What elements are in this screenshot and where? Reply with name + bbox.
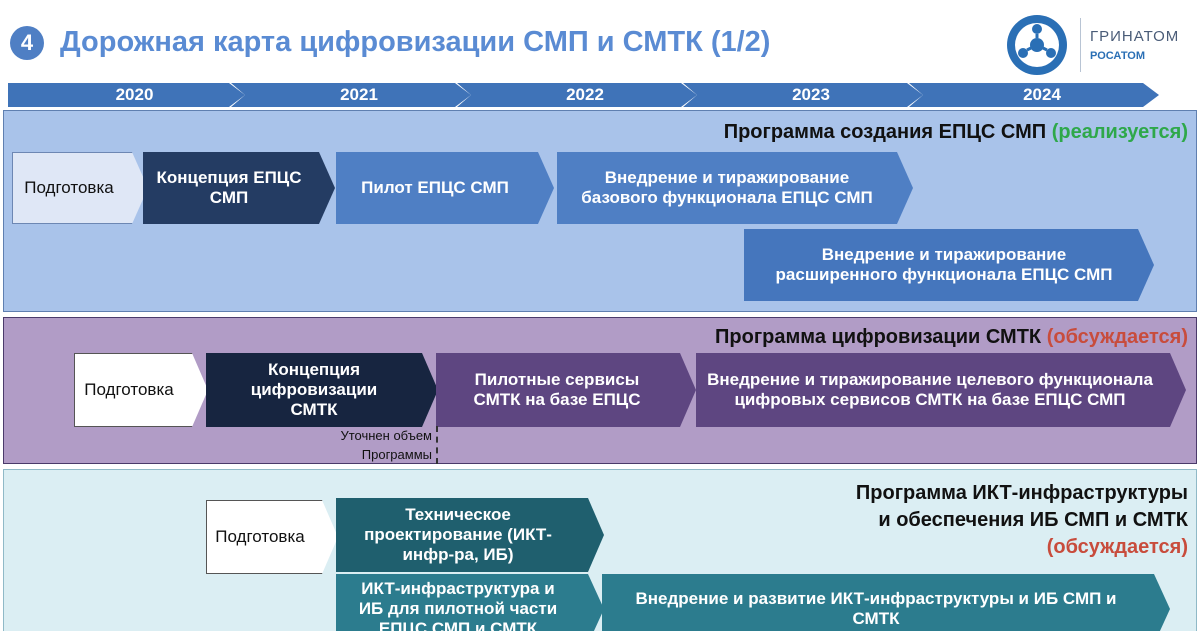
epcs-step-base-rollout: Внедрение и тиражирование базового функц… [557,152,913,224]
smtk-step-concept: Концепция цифровизации СМТК [206,353,438,427]
year-2023: 2023 [683,83,923,107]
program-epcs-title: Программа создания ЕПЦС СМП (реализуется… [723,121,1188,143]
rosatom-logo-icon [1007,15,1067,75]
ikt-step-pilot-infrastructure: ИКТ-инфраструктура и ИБ для пилотной час… [336,574,604,631]
smtk-step-preparation: Подготовка [74,353,208,427]
epcs-step-concept: Концепция ЕПЦС СМП [143,152,335,224]
logo-text-grinatom: ГРИНАТОМ [1090,28,1180,45]
ikt-step-technical-design: Техническое проектирование (ИКТ-инфр-ра,… [336,498,604,572]
year-2021: 2021 [231,83,471,107]
smtk-step-pilot-services: Пилотные сервисы СМТК на базе ЕПЦС [436,353,696,427]
milestone-dashed-line [436,426,438,464]
ikt-step-rollout: Внедрение и развитие ИКТ-инфраструктуры … [602,574,1170,631]
program-ikt-title: Программа ИКТ-инфраструктуры и обеспечен… [856,480,1188,561]
year-2022: 2022 [457,83,697,107]
logo-text-rosatom: РОСАТОМ [1090,50,1145,62]
slide-number-badge: 4 [10,26,44,60]
epcs-step-pilot: Пилот ЕПЦС СМП [336,152,554,224]
logo-divider [1080,18,1081,72]
year-2020: 2020 [8,83,245,107]
status-label: (обсуждается) [1046,536,1188,558]
status-label: (обсуждается) [1046,326,1188,348]
logo: ГРИНАТОМ РОСАТОМ [1006,14,1196,76]
smtk-step-target-rollout: Внедрение и тиражирование целевого функц… [696,353,1186,427]
epcs-step-preparation: Подготовка [12,152,148,224]
status-label: (реализуется) [1051,121,1188,143]
year-2024: 2024 [909,83,1159,107]
ikt-step-preparation: Подготовка [206,500,338,574]
epcs-step-extended-rollout: Внедрение и тиражирование расширенного ф… [744,229,1154,301]
program-smtk-title: Программа цифровизации СМТК (обсуждается… [715,326,1188,348]
year-timeline: 2020 2021 2022 2023 2024 [0,83,1200,107]
page-title: Дорожная карта цифровизации СМП и СМТК (… [60,26,771,58]
milestone-note: Уточнен объем Программы [340,428,432,462]
